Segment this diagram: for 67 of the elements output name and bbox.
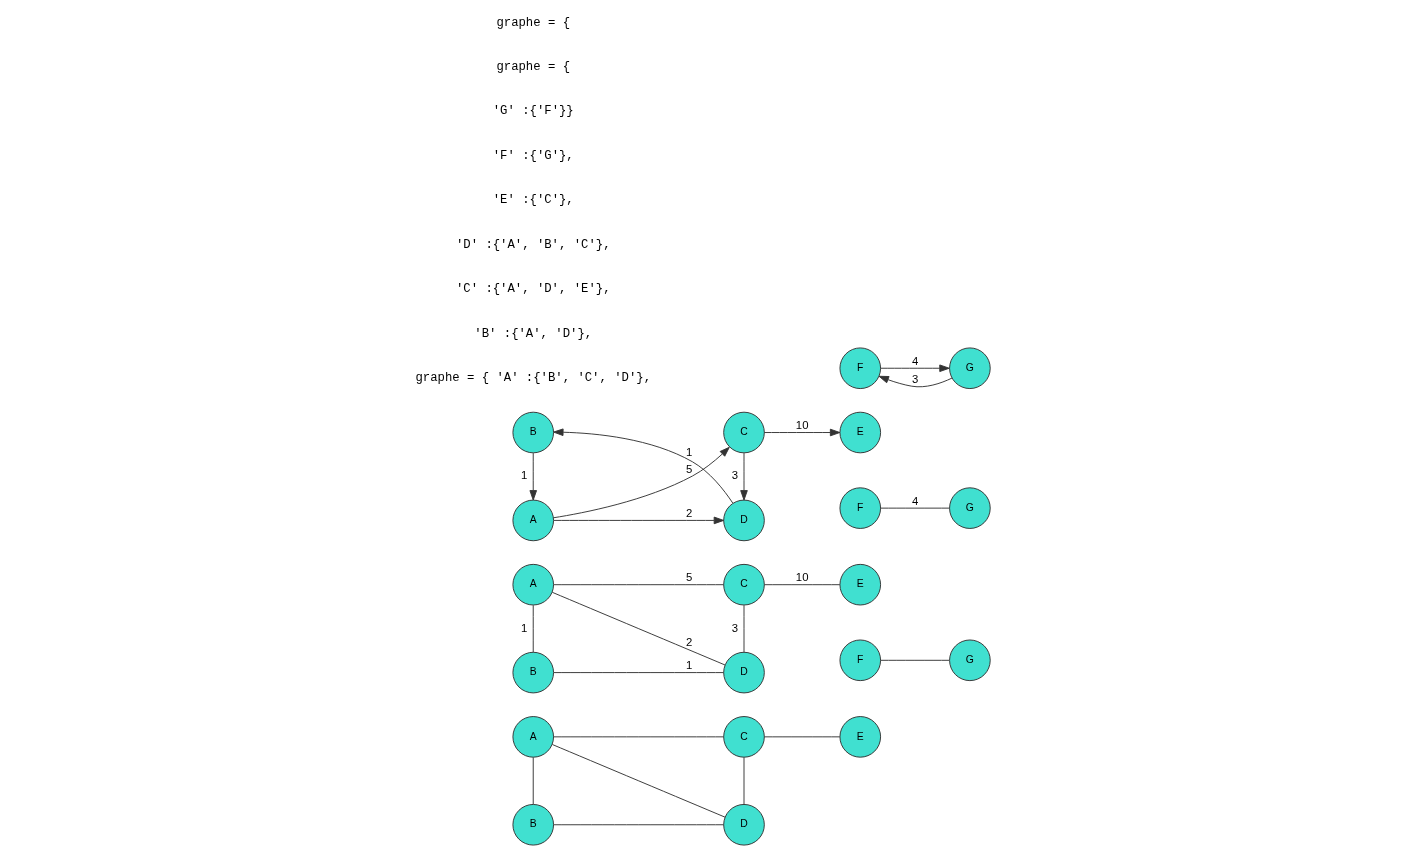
node-circle: E	[839, 563, 882, 606]
arrow	[878, 375, 953, 388]
node-circle: C	[723, 411, 765, 454]
connector	[553, 736, 725, 738]
connector	[763, 736, 841, 738]
arrow	[740, 452, 748, 501]
node-circle: C	[723, 716, 765, 758]
edge-label: 3	[911, 372, 919, 385]
connector	[553, 824, 725, 826]
node-circle: A	[512, 563, 555, 606]
node-circle: A	[512, 716, 555, 758]
connector	[743, 604, 745, 653]
connector	[553, 672, 725, 674]
connector	[743, 756, 745, 805]
connector	[553, 584, 725, 586]
edge-label: 2	[686, 507, 693, 520]
node-circle: E	[839, 716, 882, 758]
edge-label: 3	[731, 469, 739, 482]
label: graphe = { 'A' :{'B', 'C', 'D'},	[415, 370, 652, 385]
edge-label: 3	[731, 621, 739, 634]
node-circle: F	[839, 347, 882, 390]
node-circle: F	[839, 639, 882, 682]
edge-label: 10	[795, 571, 809, 584]
arrow	[553, 446, 730, 519]
connector	[551, 744, 726, 818]
arrow	[553, 428, 734, 504]
arrow	[880, 364, 950, 373]
edge-label: 1	[686, 659, 693, 672]
edge-label: 4	[911, 355, 919, 368]
label: 'G' :{'F'}}	[492, 104, 574, 119]
node-circle: C	[723, 563, 765, 606]
connector	[532, 756, 534, 805]
label: 'C' :{'A', 'D', 'E'},	[455, 282, 611, 297]
node-circle: F	[839, 487, 882, 529]
connector	[532, 604, 534, 653]
label: 'F' :{'G'},	[492, 148, 574, 163]
connector	[880, 659, 950, 661]
node-circle: B	[512, 411, 555, 454]
arrow	[763, 428, 841, 437]
edge-label: 5	[686, 571, 693, 584]
label: 'E' :{'C'},	[492, 193, 574, 208]
arrow	[529, 452, 537, 501]
label: graphe = {	[496, 59, 571, 74]
node-circle: A	[512, 499, 555, 542]
node-circle: G	[949, 347, 991, 390]
node-circle: G	[949, 487, 991, 529]
edge-label: 10	[795, 419, 809, 432]
node-circle: D	[723, 499, 765, 542]
connector	[551, 591, 726, 666]
node-circle: E	[839, 411, 882, 454]
edge-label: 1	[521, 621, 528, 634]
node-circle: B	[512, 651, 555, 694]
connector	[880, 507, 950, 509]
edge-label: 1	[521, 469, 528, 482]
label: 'D' :{'A', 'B', 'C'},	[455, 237, 611, 252]
label: graphe = {	[496, 15, 571, 30]
node-circle: G	[949, 639, 991, 682]
edge-label: 5	[686, 462, 693, 475]
node-circle: B	[512, 803, 555, 846]
edge-label: 4	[911, 494, 919, 507]
arrow	[553, 516, 725, 525]
label: 'B' :{'A', 'D'},	[474, 326, 593, 341]
node-circle: D	[723, 803, 765, 846]
node-circle: D	[723, 651, 765, 694]
edge-label: 2	[686, 635, 693, 648]
edge-label: 1	[686, 445, 693, 458]
connector	[763, 584, 841, 586]
